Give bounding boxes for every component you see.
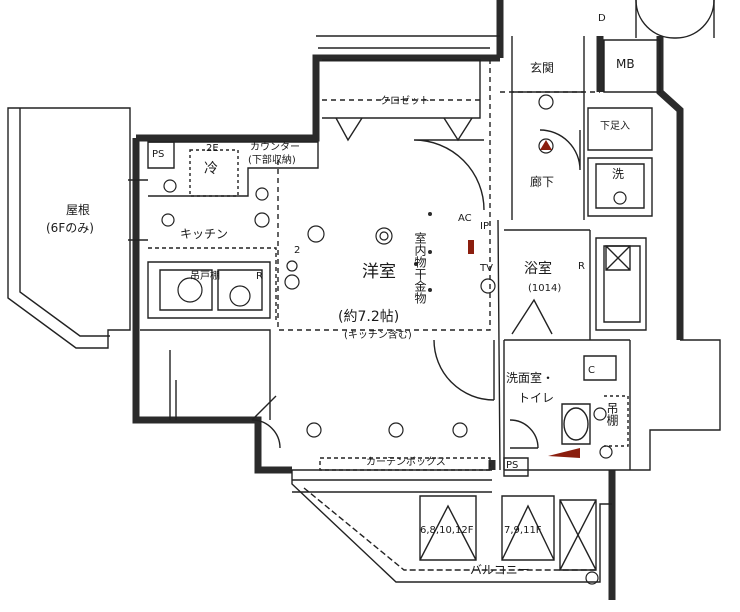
right-exterior [630,339,721,471]
closet-outline [322,59,481,119]
ladder-b-label: 7,9,11F [504,525,542,536]
counter-label-2: (下部収納) [248,155,296,166]
hanging-shelf-label: 吊戸棚 [190,271,220,282]
bathtub-inner [603,245,641,323]
r-symbol-2: R [578,261,585,272]
balcony-hatch [559,499,597,571]
western-room-label: 洋室 [362,262,396,282]
top-door-swing-right [675,0,715,39]
western-room-size: (約7.2帖) [338,309,400,325]
washer-inner [595,163,645,209]
western-room-dashed [277,60,491,331]
room-door-swing-bottom [433,339,495,401]
twoe-symbol: 2E [206,143,219,154]
ceiling-lights [161,94,627,585]
tv-symbol: TV [480,263,493,274]
bathroom-size: (1014) [528,283,562,294]
washer-box [587,157,653,217]
shoe-cabinet [587,107,653,151]
top-door-frame [635,0,715,39]
ps-box-top [147,141,175,169]
washroom-label-2: トイレ [518,391,555,405]
top-door-swing-left [635,0,675,39]
shoe-cabinet-label: 下足入 [600,121,630,132]
closet-label: クロゼット [380,96,430,107]
kitchen-counter [148,141,319,197]
roof-outline [7,107,131,349]
mb-box [603,39,661,93]
dot-markers [414,212,432,292]
roof-label: 屋根 [66,203,91,217]
balcony-outline [291,470,612,583]
partition-walls [497,219,631,471]
ac-symbol: AC [458,213,472,224]
hanging-shelf-dashed [148,247,277,320]
toilet-shelf-dashed [604,395,629,447]
ladder-b-box [501,495,555,561]
window-frame [292,469,492,493]
r-symbol-1: R [256,271,263,282]
bath-door [511,298,553,335]
ladder-a-label: 6,8,10,12F [420,525,474,536]
hallway-label: 廊下 [530,175,555,189]
ladder-a-box [419,495,477,561]
bathroom-label: 浴室 [524,261,552,277]
counter-label-1: カウンター [250,142,300,153]
ps-box-bottom [503,457,529,477]
roof-outline-inner [19,108,110,337]
hallway-door-swing [539,129,581,171]
roof-note: (6Fのみ) [46,221,94,235]
d-symbol: D [598,13,606,24]
closet-door-marks [335,117,473,142]
indoor-hardware-label: 室内物干金物 [413,232,427,304]
toilet-bowl [563,407,589,441]
ps-label-top: PS [152,149,165,160]
kitchen-sink-inner [159,269,263,311]
bathtub [595,237,647,331]
western-room-note: (キッチン含む) [344,330,412,341]
washroom-label-1: 洗面室・ [506,371,555,385]
c-symbol: C [588,365,595,376]
toilet-shelf-label: 吊棚 [605,402,619,426]
refrigerator-label: 冷 [204,161,218,177]
washroom-door [509,419,539,449]
kitchen-left-wall [128,179,148,241]
bath-vent [605,245,631,271]
kitchen-label: キッチン [180,227,229,241]
curtain-box-label: カーテンボックス [366,457,446,468]
two-symbol: 2 [294,245,301,256]
kitchen-sink-unit [147,261,271,319]
balcony-label: バルコニー [470,563,530,577]
washer-label: 洗 [612,167,625,181]
ip-symbol: IP [480,221,489,232]
toilet [561,403,591,445]
red-markers [468,140,580,458]
entrance-label: 玄関 [530,61,555,75]
sink-basin [583,355,617,381]
fridge-box [189,149,239,197]
room-door-swing-left [251,395,281,449]
lower-left-walls [140,329,271,420]
mb-label: MB [616,57,635,71]
room-door-swing-top [413,139,485,211]
ps-label-bottom: PS [506,460,519,471]
balcony-rail [303,487,596,571]
